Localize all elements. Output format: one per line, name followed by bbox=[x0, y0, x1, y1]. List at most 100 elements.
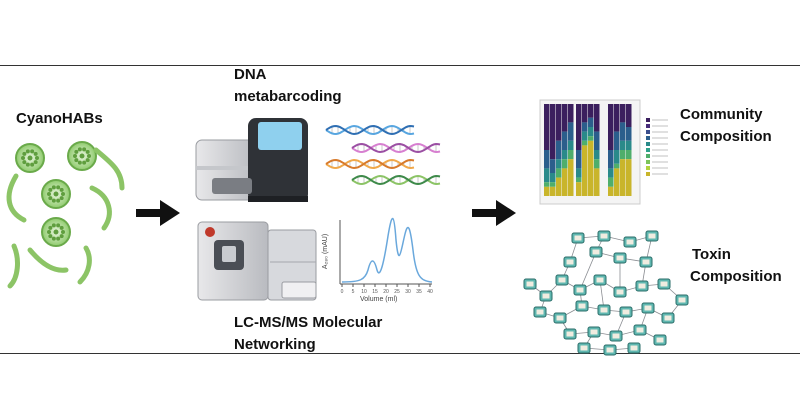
bar-segment bbox=[608, 177, 614, 187]
bar-segment bbox=[576, 150, 582, 169]
bar-segment bbox=[620, 122, 626, 141]
lcms-label: LC-MS/MS Molecular Networking bbox=[234, 312, 382, 356]
dna-helix bbox=[325, 158, 415, 170]
bar-segment bbox=[562, 168, 568, 196]
bar-segment bbox=[608, 104, 614, 150]
filament bbox=[6, 173, 27, 223]
community-label-line2: Composition bbox=[680, 128, 772, 145]
filament bbox=[89, 185, 112, 231]
bar-segment bbox=[626, 159, 632, 196]
bar-segment bbox=[550, 159, 556, 173]
bar-segment bbox=[626, 150, 632, 160]
cyanobacteria-illustration bbox=[6, 141, 125, 289]
arrow-to-outputs bbox=[472, 200, 516, 226]
top-border bbox=[0, 65, 800, 66]
chromatogram-ylabel: A₂₈₀ (mAU) bbox=[322, 233, 330, 270]
colony-cell bbox=[41, 217, 71, 247]
bar-segment bbox=[582, 140, 588, 146]
dna-helix bbox=[351, 174, 441, 186]
bar-segment bbox=[544, 168, 550, 183]
legend-swatch bbox=[646, 166, 650, 170]
bar-segment bbox=[562, 150, 568, 160]
filament bbox=[27, 247, 69, 273]
arrow-to-methods bbox=[136, 200, 180, 226]
bar-segment bbox=[608, 150, 614, 169]
legend-swatch bbox=[646, 124, 650, 128]
filament bbox=[7, 243, 20, 289]
bar-segment bbox=[576, 177, 582, 183]
bar-segment bbox=[614, 131, 620, 150]
bar-segment bbox=[550, 186, 556, 196]
chromatogram-tick-label: 20 bbox=[383, 289, 389, 295]
bar-segment bbox=[562, 159, 568, 169]
bar-segment bbox=[550, 173, 556, 183]
colony-cell bbox=[15, 143, 45, 173]
bar-segment bbox=[626, 140, 632, 150]
bar-segment bbox=[608, 186, 614, 196]
chromatogram-tick-label: 15 bbox=[372, 289, 378, 295]
dna-label-line1: DNA bbox=[234, 66, 267, 83]
dna-strands bbox=[325, 124, 441, 186]
cyanohabs-title: CyanoHABs bbox=[16, 110, 103, 127]
bar-segment bbox=[556, 177, 562, 196]
bar-segment bbox=[588, 117, 594, 127]
chromatogram-trace bbox=[341, 217, 433, 283]
community-label-line1: Community bbox=[680, 106, 763, 123]
bar-segment bbox=[550, 104, 556, 160]
bar-segment bbox=[620, 150, 626, 160]
bar-segment bbox=[582, 131, 588, 141]
cyanohabs-label: CyanoHABs bbox=[16, 108, 103, 130]
bar-segment bbox=[576, 168, 582, 178]
bar-segment bbox=[594, 159, 600, 169]
chromatogram-xlabel: Volume (ml) bbox=[360, 296, 398, 303]
bar-segment bbox=[626, 104, 632, 127]
bar-segment bbox=[568, 122, 574, 141]
chromatogram-tick-label: 0 bbox=[341, 289, 344, 295]
bar-segment bbox=[620, 159, 626, 196]
filament bbox=[77, 245, 92, 285]
bar-segment bbox=[608, 168, 614, 178]
bar-segment bbox=[582, 145, 588, 196]
bottom-border bbox=[0, 353, 800, 354]
bar-segment bbox=[544, 182, 550, 187]
lcms-label-line1: LC-MS/MS Molecular bbox=[234, 314, 383, 331]
legend-swatch bbox=[646, 172, 650, 176]
bar-segment bbox=[614, 150, 620, 164]
bar-segment bbox=[594, 131, 600, 150]
dna-helix bbox=[325, 124, 415, 136]
bar-segment bbox=[614, 168, 620, 196]
bar-segment bbox=[544, 150, 550, 169]
bar-segment bbox=[594, 168, 600, 196]
lcms-label-line2: Networking bbox=[234, 336, 316, 353]
bar-segment bbox=[614, 104, 620, 132]
bar-segment bbox=[556, 168, 562, 178]
bar-segment bbox=[544, 104, 550, 150]
filament bbox=[93, 147, 125, 191]
bar-segment bbox=[550, 182, 556, 187]
bar-segment bbox=[576, 104, 582, 150]
molecular-network bbox=[523, 230, 689, 356]
toxin-label-line1: Toxin bbox=[692, 246, 731, 263]
bar-segment bbox=[588, 136, 594, 141]
sequencer-instrument bbox=[195, 118, 308, 202]
community-barchart bbox=[539, 99, 668, 205]
legend-swatch bbox=[646, 136, 650, 140]
chromatogram-tick-label: 5 bbox=[352, 289, 355, 295]
legend-swatch bbox=[646, 148, 650, 152]
bar-segment bbox=[620, 140, 626, 150]
bar-segment bbox=[544, 186, 550, 196]
colony-cell bbox=[41, 179, 71, 209]
bar-segment bbox=[568, 104, 574, 123]
bar-segment bbox=[568, 140, 574, 150]
bar-segment bbox=[562, 131, 568, 150]
community-composition-label: Community Composition bbox=[680, 104, 772, 148]
bar-segment bbox=[626, 127, 632, 141]
bar-segment bbox=[556, 140, 562, 160]
bar-segment bbox=[568, 159, 574, 196]
bar-segment bbox=[588, 127, 594, 137]
chromatogram-tick-label: 30 bbox=[405, 289, 411, 295]
toxin-label-line2: Composition bbox=[690, 268, 782, 285]
lcms-instrument bbox=[197, 221, 317, 301]
